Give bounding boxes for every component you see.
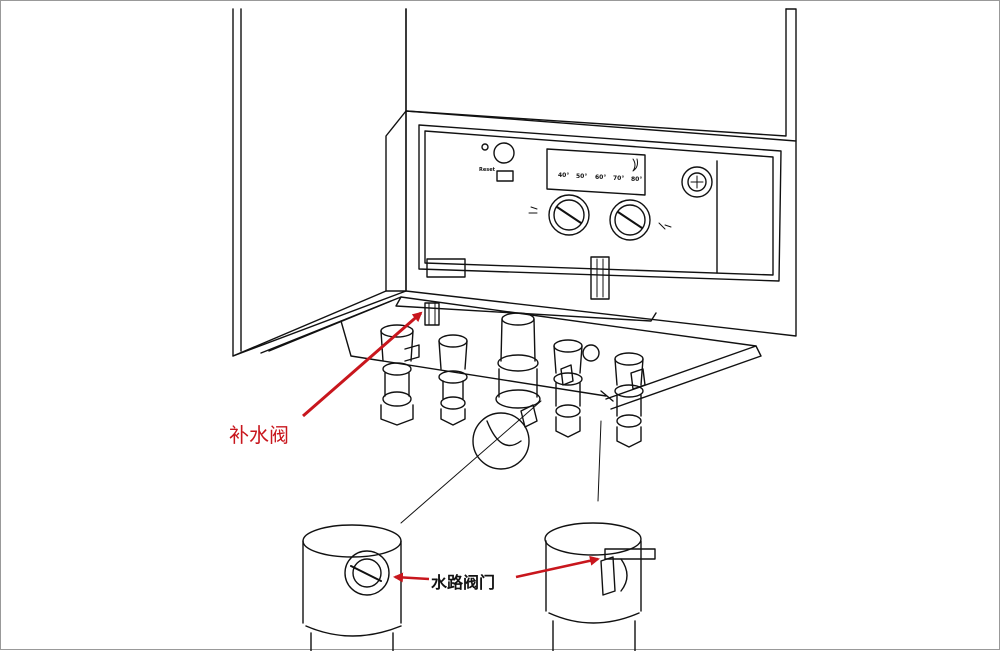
display-scale-value: 60° (595, 174, 607, 181)
water-valve-arrow-right (515, 555, 600, 579)
pipe-1 (380, 324, 420, 426)
refill-valve-arrow (302, 311, 423, 418)
pipe-4 (553, 339, 583, 438)
pipe-4-valve-lever (560, 364, 574, 386)
water-valve-arrow-left (393, 572, 430, 583)
pipe-manifold-frame (232, 290, 762, 410)
pipe-5 (614, 352, 646, 448)
display-scale-value: 80° (631, 176, 643, 183)
refill-valve-label: 补水阀 (229, 423, 289, 447)
heating-temperature-knob[interactable] (528, 194, 590, 236)
gas-pipe (472, 312, 541, 470)
pipe-2 (438, 334, 468, 426)
pressure-gauge (681, 166, 713, 198)
boiler-side-panel (232, 8, 407, 357)
reset-button[interactable] (496, 170, 514, 182)
hot-water-temperature-knob[interactable] (609, 199, 672, 241)
display-scale-value: 70° (613, 175, 625, 182)
callout-leader-left (400, 400, 542, 524)
temperature-display (546, 148, 646, 196)
zoomed-valve-left (302, 524, 402, 651)
control-panel-bezel (385, 110, 797, 337)
pipe-1-valve-lever (404, 344, 420, 362)
water-valve-label: 水路阀门 (431, 573, 496, 592)
callout-leader-right (597, 420, 602, 502)
boiler-front-panel (405, 8, 797, 142)
pipe-5-valve-lever (630, 368, 646, 390)
display-scale-value: 40° (558, 172, 570, 179)
condensate-slot (590, 256, 610, 300)
refill-valve[interactable] (424, 302, 440, 326)
reset-label: Reset (479, 167, 495, 173)
gas-valve-lever (520, 404, 538, 428)
zoomed-valve-right (544, 522, 656, 651)
display-scale-value: 50° (576, 173, 588, 180)
nameplate (426, 258, 466, 278)
pressure-relief-valve (582, 344, 614, 402)
indicator-light (481, 143, 489, 151)
power-button[interactable] (493, 142, 515, 164)
